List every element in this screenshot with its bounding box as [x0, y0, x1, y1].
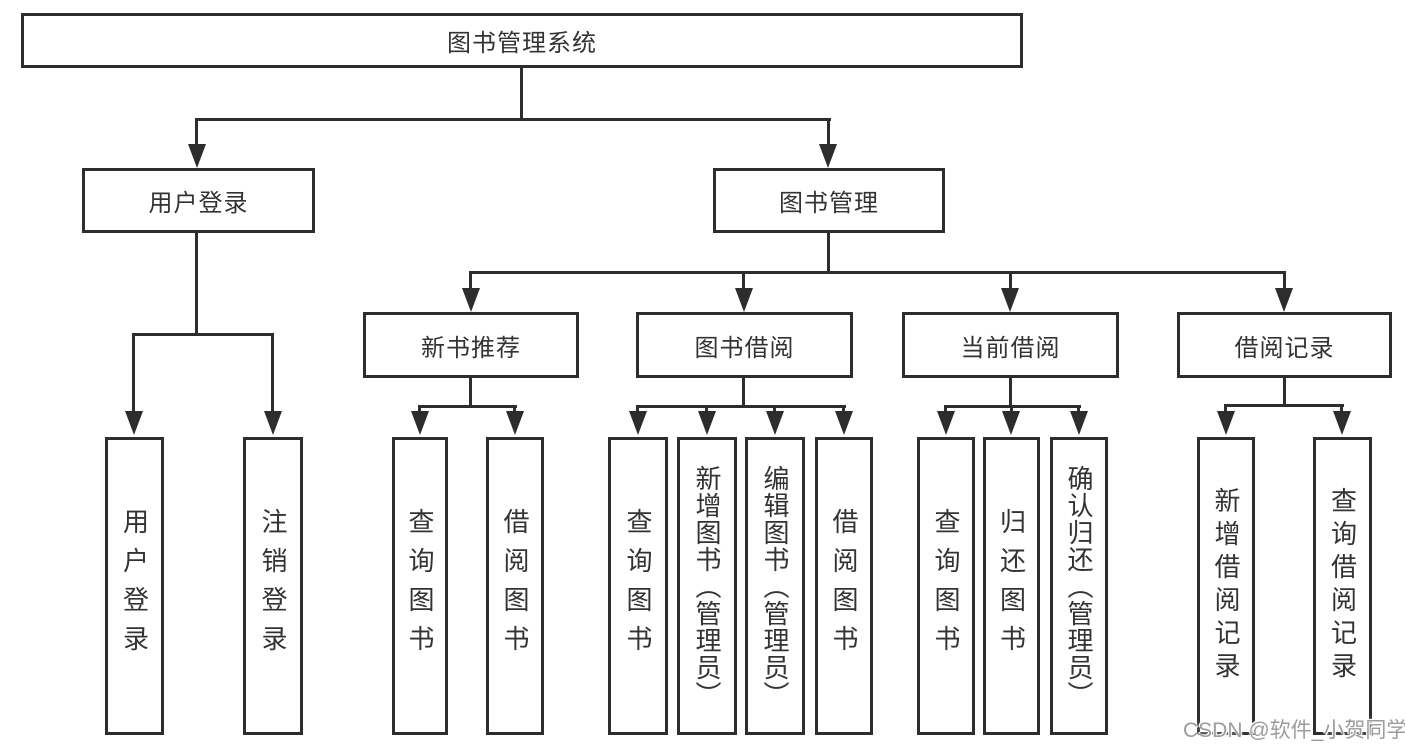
- leaf-confirm-return-admin-label: 确认归还（管理员）: [1064, 464, 1094, 708]
- leaf-borrow-books-2-label: 借阅图书: [829, 508, 859, 664]
- arrowhead-down-icon: [506, 411, 524, 435]
- arrowhead-down-icon: [188, 144, 206, 168]
- connector-current-borrow-stem: [1009, 376, 1012, 408]
- arrowhead-down-icon: [462, 288, 480, 312]
- connector-drop: [636, 405, 639, 413]
- node-book-borrow-label: 图书借阅: [694, 334, 795, 362]
- arrowhead-down-icon: [125, 411, 143, 435]
- connector-user-login-stem: [195, 231, 198, 335]
- connector-user-login-crossbar: [132, 333, 274, 336]
- node-current-borrow-label: 当前借阅: [960, 334, 1061, 362]
- leaf-query-books-2: 查询图书: [608, 437, 668, 735]
- connector-to-user-login: [195, 118, 198, 148]
- leaf-add-book-admin-label: 新增图书（管理员）: [692, 464, 722, 708]
- node-current-borrow: 当前借阅: [902, 312, 1119, 378]
- leaf-edit-book-admin-label: 编辑图书（管理员）: [760, 464, 790, 708]
- node-root-label: 图书管理系统: [447, 30, 597, 57]
- connector-book-borrow-crossbar: [636, 405, 846, 408]
- arrowhead-down-icon: [698, 411, 716, 435]
- leaf-query-books-3-label: 查询图书: [931, 508, 961, 664]
- connector-to-leaf-logout: [271, 333, 274, 413]
- arrowhead-down-icon: [735, 288, 753, 312]
- leaf-logout: 注销登录: [243, 437, 303, 735]
- connector-drop: [1224, 404, 1227, 413]
- leaf-edit-book-admin: 编辑图书（管理员）: [745, 437, 805, 735]
- arrowhead-down-icon: [819, 144, 837, 168]
- connector-drop: [1340, 404, 1343, 413]
- node-book-management: 图书管理: [713, 168, 945, 233]
- leaf-confirm-return-admin: 确认归还（管理员）: [1050, 437, 1108, 735]
- node-borrow-records-label: 借阅记录: [1234, 334, 1335, 362]
- connector-drop: [1077, 405, 1080, 413]
- leaf-query-books-1: 查询图书: [392, 437, 448, 735]
- connector-to-current-borrow: [1009, 271, 1012, 291]
- arrowhead-down-icon: [937, 411, 955, 435]
- connector-book-mgmt-crossbar: [469, 271, 1286, 274]
- leaf-add-borrow-record-label: 新增借阅记录: [1211, 487, 1241, 685]
- node-book-management-label: 图书管理: [779, 190, 879, 217]
- connector-borrow-records-crossbar: [1224, 404, 1344, 407]
- leaf-user-login: 用户登录: [105, 437, 164, 735]
- leaf-borrow-books-1-label: 借阅图书: [500, 508, 530, 664]
- leaf-borrow-books-2: 借阅图书: [815, 437, 873, 735]
- connector-drop: [513, 405, 516, 413]
- connector-root-crossbar: [195, 118, 831, 121]
- node-borrow-records: 借阅记录: [1177, 312, 1392, 378]
- watermark: CSDN @软件_小贺同学: [1183, 719, 1405, 742]
- node-new-book-recommend: 新书推荐: [363, 312, 579, 378]
- arrowhead-down-icon: [835, 411, 853, 435]
- arrowhead-down-icon: [1001, 288, 1019, 312]
- connector-new-books-crossbar: [418, 405, 517, 408]
- arrowhead-down-icon: [629, 411, 647, 435]
- node-user-login-label: 用户登录: [148, 190, 249, 217]
- connector-borrow-records-stem: [1283, 376, 1286, 407]
- connector-drop: [705, 405, 708, 413]
- connector-to-book-management: [827, 118, 830, 148]
- connector-drop: [944, 405, 947, 413]
- arrowhead-down-icon: [1070, 411, 1088, 435]
- connector-root-stem: [520, 66, 523, 120]
- arrowhead-down-icon: [766, 411, 784, 435]
- leaf-query-books-1-label: 查询图书: [405, 508, 435, 664]
- node-user-login: 用户登录: [82, 168, 315, 233]
- arrowhead-down-icon: [411, 411, 429, 435]
- leaf-logout-label: 注销登录: [258, 508, 288, 664]
- arrowhead-down-icon: [1002, 411, 1020, 435]
- leaf-borrow-books-1: 借阅图书: [486, 437, 544, 735]
- connector-drop: [773, 405, 776, 413]
- connector-drop: [418, 405, 421, 413]
- leaf-return-books-label: 归还图书: [996, 508, 1027, 664]
- leaf-query-books-2-label: 查询图书: [623, 508, 653, 664]
- leaf-add-borrow-record: 新增借阅记录: [1197, 437, 1255, 735]
- arrowhead-down-icon: [1333, 411, 1351, 435]
- connector-book-borrow-stem: [742, 376, 745, 408]
- leaf-return-books: 归还图书: [983, 437, 1040, 735]
- leaf-query-books-3: 查询图书: [917, 437, 975, 735]
- arrowhead-down-icon: [264, 411, 282, 435]
- connector-to-book-borrow: [742, 271, 745, 291]
- connector-drop: [1010, 405, 1013, 413]
- arrowhead-down-icon: [1217, 411, 1235, 435]
- node-root: 图书管理系统: [21, 13, 1023, 68]
- connector-drop: [842, 405, 845, 413]
- arrowhead-down-icon: [1275, 288, 1293, 312]
- leaf-query-borrow-record-label: 查询借阅记录: [1327, 487, 1358, 685]
- leaf-query-borrow-record: 查询借阅记录: [1313, 437, 1372, 735]
- connector-new-books-stem: [469, 376, 472, 408]
- node-book-borrow: 图书借阅: [636, 312, 853, 378]
- connector-to-leaf-user-login: [132, 333, 135, 413]
- leaf-user-login-label: 用户登录: [119, 508, 150, 664]
- node-new-book-recommend-label: 新书推荐: [421, 334, 521, 362]
- connector-book-mgmt-stem: [827, 231, 830, 274]
- connector-to-borrow-records: [1283, 271, 1286, 291]
- connector-to-new-book-recommend: [469, 271, 472, 291]
- leaf-add-book-admin: 新增图书（管理员）: [677, 437, 737, 735]
